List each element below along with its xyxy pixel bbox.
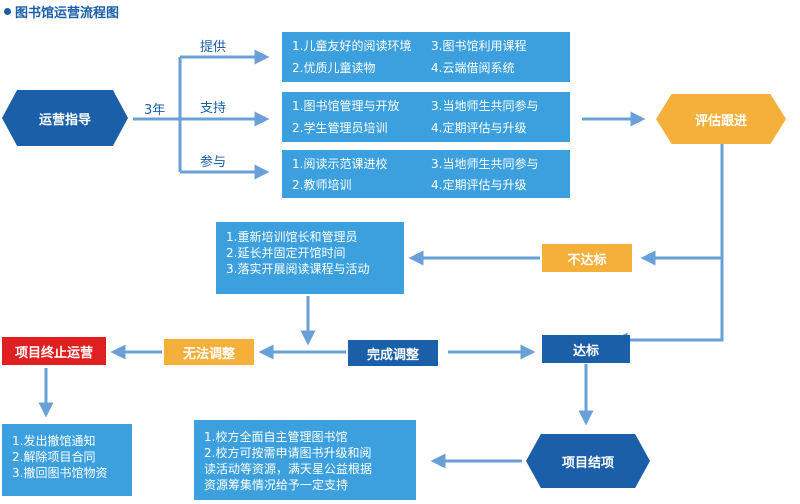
terminate-item: 2.解除项目合同 bbox=[12, 450, 96, 464]
support-item: 4.定期评估与升级 bbox=[431, 121, 527, 135]
provide-item: 1.儿童友好的阅读环境 bbox=[292, 39, 412, 53]
branch-provide-label: 提供 bbox=[200, 40, 227, 55]
support-item: 2.学生管理员培训 bbox=[292, 121, 388, 135]
retrain-box: 1.重新培训馆长和管理员 2.延长并固定开馆时间 3.落实开展阅读课程与活动 bbox=[216, 222, 404, 294]
complete-adjust-node: 完成调整 bbox=[348, 340, 438, 366]
not-met-label: 不达标 bbox=[567, 252, 607, 268]
support-box: 1.图书馆管理与开放 3.当地师生共同参与 2.学生管理员培训 4.定期评估与升… bbox=[282, 92, 570, 142]
participate-item: 3.当地师生共同参与 bbox=[431, 157, 539, 171]
end-item: 1.校方全面自主管理图书馆 bbox=[204, 430, 348, 444]
start-node: 运营指导 bbox=[2, 90, 128, 146]
complete-adjust-label: 完成调整 bbox=[366, 347, 419, 363]
connector-evaluate-down bbox=[620, 136, 724, 342]
terminate-box: 1.发出撤馆通知 2.解除项目合同 3.撤回图书馆物资 bbox=[2, 424, 132, 496]
end-item: 2.校方可按需申请图书升级和阅 bbox=[204, 446, 372, 460]
branch-participate-label: 参与 bbox=[200, 155, 227, 170]
terminate-label: 项目终止运营 bbox=[14, 345, 93, 361]
provide-item: 2.优质儿童读物 bbox=[292, 61, 376, 75]
terminate-item: 3.撤回图书馆物资 bbox=[12, 466, 108, 480]
participate-item: 4.定期评估与升级 bbox=[431, 178, 527, 192]
evaluate-node-label: 评估跟进 bbox=[694, 113, 747, 129]
end-box: 1.校方全面自主管理图书馆 2.校方可按需申请图书升级和阅 读活动等资源，满天星… bbox=[194, 420, 416, 500]
branch-support-label: 支持 bbox=[200, 101, 227, 116]
cannot-adjust-node: 无法调整 bbox=[164, 339, 254, 365]
cannot-adjust-label: 无法调整 bbox=[182, 346, 235, 362]
provide-item: 3.图书馆利用课程 bbox=[431, 39, 527, 53]
end-item: 读活动等资源，满天星公益根据 bbox=[204, 462, 373, 476]
participate-item: 1.阅读示范课进校 bbox=[292, 157, 388, 171]
end-item: 资源筹集情况给予一定支持 bbox=[204, 478, 349, 492]
bullet-icon bbox=[4, 8, 11, 15]
provide-box: 1.儿童友好的阅读环境 3.图书馆利用课程 2.优质儿童读物 4.云端借阅系统 bbox=[282, 32, 570, 82]
not-met-node: 不达标 bbox=[542, 244, 632, 272]
participate-item: 2.教师培训 bbox=[292, 178, 352, 192]
met-node: 达标 bbox=[542, 335, 630, 363]
page-title-text: 图书馆运营流程图 bbox=[15, 6, 120, 21]
support-item: 3.当地师生共同参与 bbox=[431, 99, 539, 113]
participate-box: 1.阅读示范课进校 3.当地师生共同参与 2.教师培训 4.定期评估与升级 bbox=[282, 150, 570, 198]
evaluate-node: 评估跟进 bbox=[656, 94, 786, 144]
terminate-item: 1.发出撤馆通知 bbox=[12, 434, 96, 448]
duration-label: 3年 bbox=[144, 103, 166, 118]
project-end-node: 项目结项 bbox=[526, 434, 650, 488]
retrain-item: 2.延长并固定开馆时间 bbox=[226, 246, 346, 260]
page-title: 图书馆运营流程图 bbox=[4, 2, 119, 21]
project-end-label: 项目结项 bbox=[561, 455, 614, 471]
retrain-item: 1.重新培训馆长和管理员 bbox=[226, 230, 358, 244]
arrow-to-met bbox=[612, 300, 724, 348]
start-node-label: 运营指导 bbox=[38, 112, 91, 128]
met-label: 达标 bbox=[572, 343, 599, 359]
provide-item: 4.云端借阅系统 bbox=[431, 61, 515, 75]
retrain-item: 3.落实开展阅读课程与活动 bbox=[226, 262, 370, 276]
support-item: 1.图书馆管理与开放 bbox=[292, 99, 400, 113]
terminate-node: 项目终止运营 bbox=[2, 337, 106, 365]
